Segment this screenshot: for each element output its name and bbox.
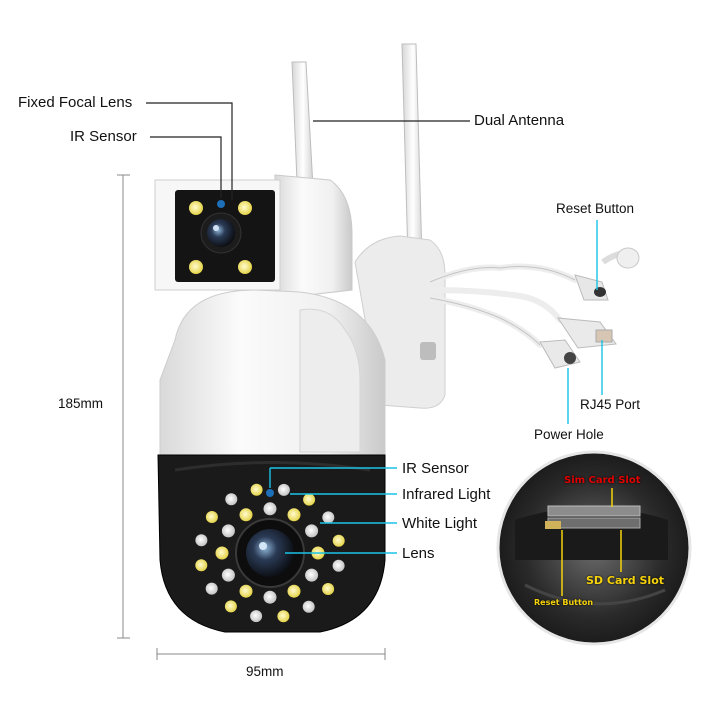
label-infrared-light: Infrared Light: [402, 486, 491, 503]
white-light-led: [239, 508, 253, 522]
inset-label-sim-card-slot: Sim Card Slot: [564, 475, 641, 486]
infrared-led: [195, 534, 208, 547]
cable-outline: [429, 266, 576, 346]
infrared-led: [263, 590, 277, 604]
infrared-led: [250, 610, 263, 623]
white-light-led: [195, 559, 208, 572]
led: [238, 260, 252, 274]
label-ir-sensor-bottom: IR Sensor: [402, 460, 469, 477]
label-reset-button: Reset Button: [556, 201, 635, 216]
label-rj45-port: RJ45 Port: [580, 397, 641, 412]
led: [189, 201, 203, 215]
infrared-led: [305, 568, 319, 582]
label-white-light: White Light: [402, 515, 478, 532]
inset-label-reset-button: Reset Button: [534, 598, 594, 607]
power-connector: [539, 339, 581, 369]
infrared-led: [302, 600, 315, 613]
upper-housing: [154, 174, 353, 298]
white-light-led: [303, 493, 316, 506]
white-light-led: [322, 583, 335, 595]
infrared-led: [332, 559, 345, 572]
dimension-lines: [117, 174, 386, 660]
label-width-dim: 95mm: [246, 664, 284, 679]
label-height-dim: 185mm: [58, 396, 104, 411]
white-light-led: [277, 610, 290, 623]
cables: [427, 263, 578, 348]
infrared-led: [225, 493, 238, 506]
led-ring: [195, 483, 345, 623]
reset-button-connector: [574, 247, 640, 301]
infrared-led: [221, 524, 235, 538]
white-light-led: [250, 483, 263, 496]
white-light-led: [205, 511, 218, 523]
middle-body: [159, 289, 386, 456]
inset-label-sd-card-slot: SD Card Slot: [586, 574, 665, 587]
led: [238, 201, 252, 215]
led: [189, 260, 203, 274]
ptz-lens: [235, 489, 305, 588]
white-light-led: [332, 534, 345, 547]
infrared-led: [205, 582, 218, 595]
white-light-led: [215, 546, 229, 560]
sd-slot-inset: [496, 450, 692, 646]
infrared-led: [305, 524, 319, 538]
infrared-led: [221, 568, 235, 582]
white-light-led: [287, 508, 301, 522]
infrared-led: [322, 511, 335, 524]
white-light-led: [239, 584, 253, 598]
label-ir-sensor-top: IR Sensor: [70, 128, 137, 145]
white-light-led: [224, 600, 237, 613]
cyan-leader-lines: [269, 220, 603, 554]
label-fixed-focal-lens: Fixed Focal Lens: [18, 94, 133, 111]
ir-sensor-top-dot: [217, 200, 225, 208]
infrared-led: [263, 502, 277, 516]
ir-sensor-bottom-dot: [266, 489, 274, 497]
label-power-hole: Power Hole: [534, 427, 604, 442]
white-light-led: [287, 584, 301, 598]
leader-lines: [146, 102, 470, 200]
label-dual-antenna: Dual Antenna: [474, 112, 565, 129]
fixed-camera-face: [189, 200, 252, 274]
infrared-led: [277, 483, 290, 496]
label-lens: Lens: [402, 545, 435, 562]
